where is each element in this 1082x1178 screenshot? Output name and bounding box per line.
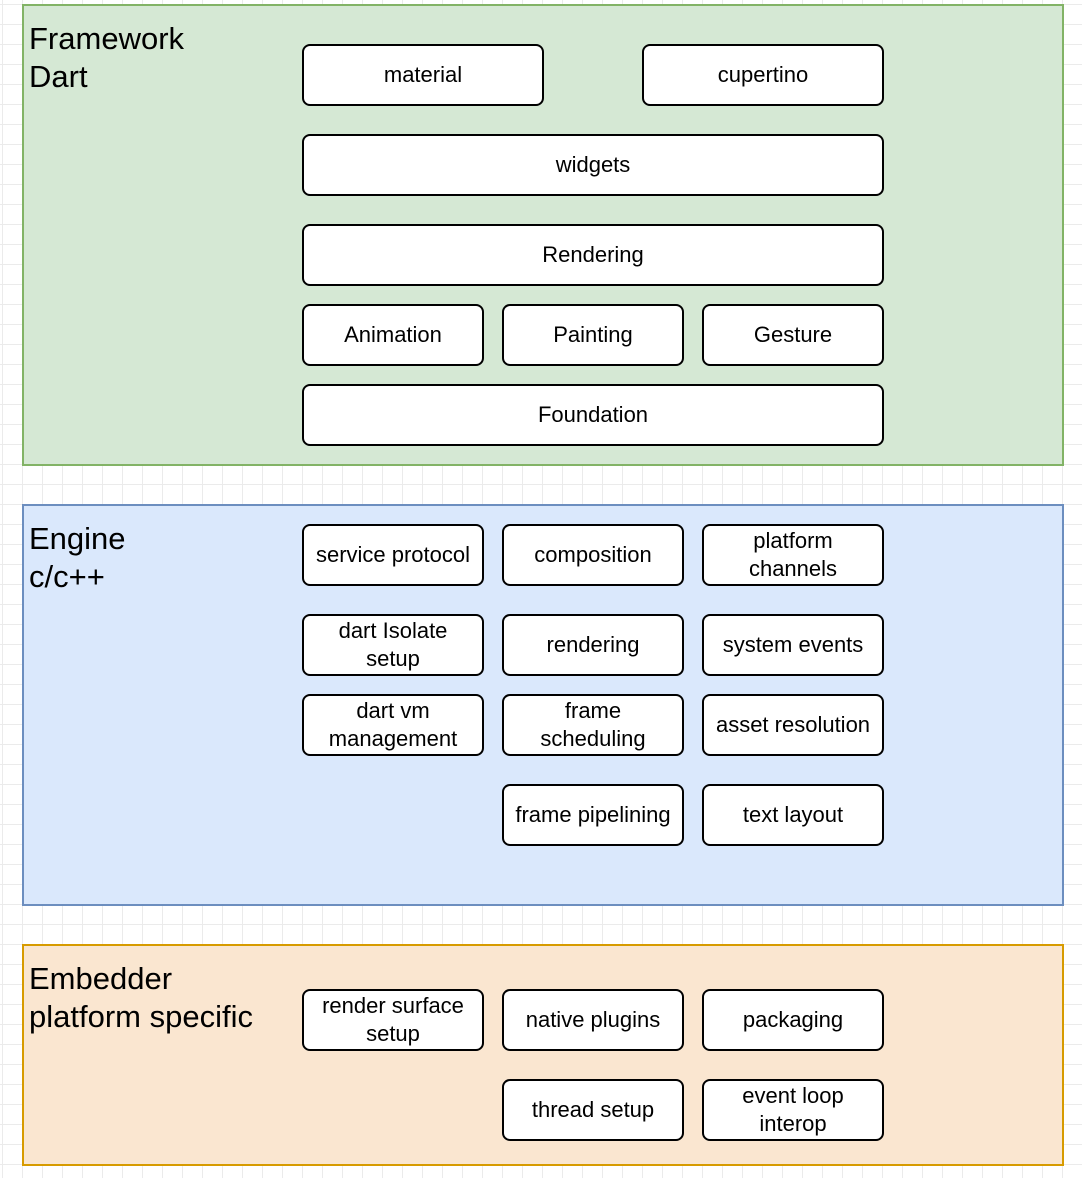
dart-isolate-setup-box[interactable]: dart Isolate setup: [302, 614, 484, 676]
asset-resolution-box[interactable]: asset resolution: [702, 694, 884, 756]
packaging-box[interactable]: packaging: [702, 989, 884, 1051]
engine-title-line2: c/c++: [29, 559, 105, 594]
dart-vm-management-box[interactable]: dart vm management: [302, 694, 484, 756]
system-events-box[interactable]: system events: [702, 614, 884, 676]
engine-title-line1: Engine: [29, 521, 126, 556]
widgets-box[interactable]: widgets: [302, 134, 884, 196]
framework-layer-title: Framework Dart: [29, 20, 184, 96]
embedder-layer: Embedder platform specific: [22, 944, 1064, 1166]
platform-channels-box[interactable]: platform channels: [702, 524, 884, 586]
text-layout-box[interactable]: text layout: [702, 784, 884, 846]
native-plugins-box[interactable]: native plugins: [502, 989, 684, 1051]
framework-title-line1: Framework: [29, 21, 185, 56]
composition-box[interactable]: composition: [502, 524, 684, 586]
material-box[interactable]: material: [302, 44, 544, 106]
thread-setup-box[interactable]: thread setup: [502, 1079, 684, 1141]
frame-pipelining-box[interactable]: frame pipelining: [502, 784, 684, 846]
embedder-title-line1: Embedder: [29, 961, 173, 996]
foundation-box[interactable]: Foundation: [302, 384, 884, 446]
embedder-layer-title: Embedder platform specific: [29, 960, 253, 1036]
service-protocol-box[interactable]: service protocol: [302, 524, 484, 586]
render-surface-setup-box[interactable]: render surface setup: [302, 989, 484, 1051]
engine-layer-title: Engine c/c++: [29, 520, 126, 596]
animation-box[interactable]: Animation: [302, 304, 484, 366]
framework-title-line2: Dart: [29, 59, 88, 94]
rendering-box[interactable]: Rendering: [302, 224, 884, 286]
engine-rendering-box[interactable]: rendering: [502, 614, 684, 676]
embedder-title-line2: platform specific: [29, 999, 253, 1034]
frame-scheduling-box[interactable]: frame scheduling: [502, 694, 684, 756]
painting-box[interactable]: Painting: [502, 304, 684, 366]
event-loop-interop-box[interactable]: event loop interop: [702, 1079, 884, 1141]
cupertino-box[interactable]: cupertino: [642, 44, 884, 106]
gesture-box[interactable]: Gesture: [702, 304, 884, 366]
